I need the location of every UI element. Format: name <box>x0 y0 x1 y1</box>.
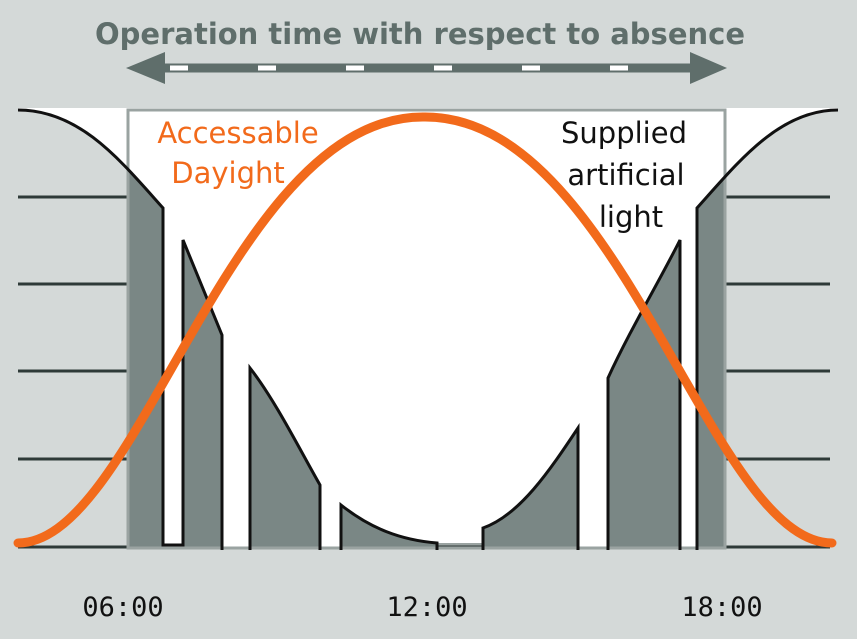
step-edge <box>248 363 322 550</box>
daylight-label-line2: Dayight <box>171 156 284 190</box>
time-tick-0600: 06:00 <box>82 592 163 623</box>
artificial-step <box>250 368 320 548</box>
step-edge <box>481 423 580 550</box>
diagram-title: Operation time with respect to absence <box>95 17 745 51</box>
step-edge <box>17 108 224 550</box>
arrow-head-left <box>126 52 165 84</box>
artificial-label-line1: Supplied <box>561 116 687 150</box>
time-tick-1200: 12:00 <box>386 592 467 623</box>
artificial-step <box>483 428 578 548</box>
artificial-step <box>341 505 437 548</box>
operation-time-arrow <box>126 52 727 84</box>
artificial-step <box>183 240 222 548</box>
time-tick-1800: 18:00 <box>681 592 762 623</box>
artificial-label-line3: light <box>599 200 663 234</box>
daylight-label-line1: Accessable <box>157 116 318 150</box>
daylight-curve <box>13 112 837 548</box>
arrow-head-right <box>690 52 727 84</box>
artificial-step <box>128 110 163 548</box>
occupancy-window-outline <box>126 108 727 550</box>
step-edge <box>339 501 439 550</box>
artificial-label-line2: artificial <box>567 158 684 192</box>
step-edge <box>695 108 839 550</box>
artificial-step <box>608 240 680 548</box>
